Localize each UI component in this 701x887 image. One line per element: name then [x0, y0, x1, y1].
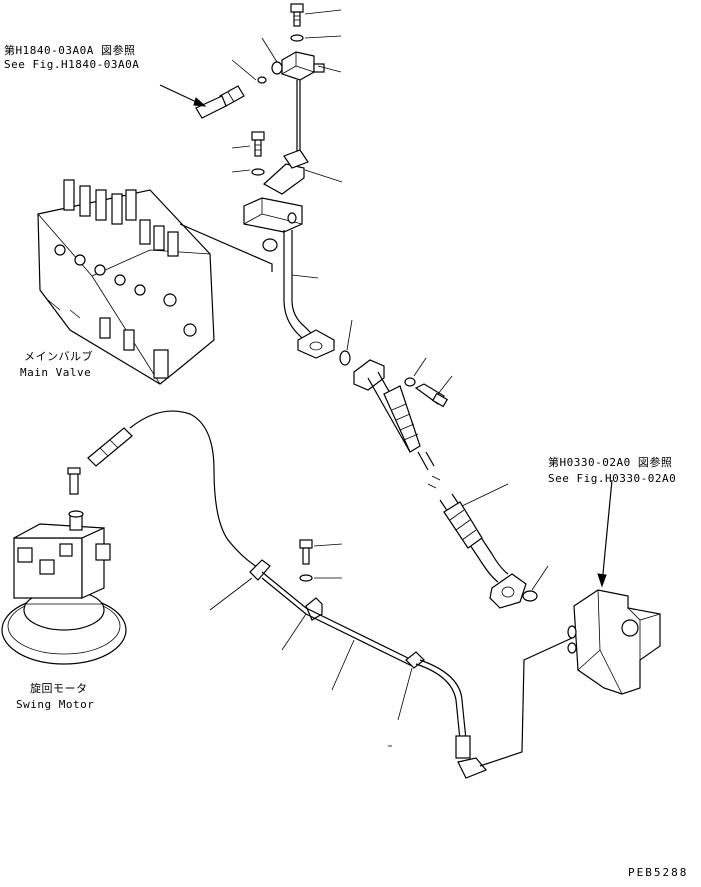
- oring-lower: [522, 590, 538, 602]
- clamp-3: [405, 651, 425, 669]
- ref-top-left-en: See Fig.H1840-03A0A: [4, 58, 140, 71]
- flange-hose-lower: [439, 493, 527, 609]
- connector-block: [243, 197, 303, 233]
- main-valve-label-en: Main Valve: [20, 366, 92, 379]
- main-valve-label-jp: メインバルブ: [24, 350, 93, 363]
- upper-washer: [290, 34, 304, 42]
- motor-fitting: [67, 467, 81, 495]
- lower-bolt: [299, 539, 313, 565]
- swing-motor-drawing: [1, 510, 127, 665]
- middle-bolt: [251, 131, 265, 157]
- elbow-fitting-lower: [455, 735, 487, 779]
- pipe-clamp-bracket: [262, 149, 309, 195]
- bent-pipe-upper: [283, 230, 335, 359]
- upper-junction-block: [271, 51, 325, 81]
- lower-washer: [299, 574, 313, 582]
- swing-motor-label-jp: 旋回モータ: [30, 682, 88, 695]
- clamp-1: [249, 559, 271, 581]
- drawing-code: PEB5288: [628, 866, 689, 879]
- middle-washer: [251, 168, 265, 176]
- flange-hose-upper: [353, 359, 435, 471]
- motor-hose: [87, 410, 263, 571]
- main-valve-drawing: [37, 179, 215, 385]
- oring-valve: [262, 238, 278, 252]
- right-valve-block: [567, 589, 661, 695]
- oring-left: [257, 76, 267, 84]
- upper-bolt: [290, 3, 304, 27]
- oring-flange: [339, 350, 351, 366]
- ref-right-jp: 第H0330-02A0 図参照: [548, 456, 673, 469]
- ref-top-left-jp: 第H1840-03A0A 図参照: [4, 44, 136, 57]
- flange-bolt: [414, 383, 449, 408]
- swing-motor-label-en: Swing Motor: [16, 698, 95, 711]
- small-washer: [404, 377, 416, 387]
- left-elbow-fitting: [195, 85, 245, 119]
- ref-right-en: See Fig.H0330-02A0: [548, 472, 677, 485]
